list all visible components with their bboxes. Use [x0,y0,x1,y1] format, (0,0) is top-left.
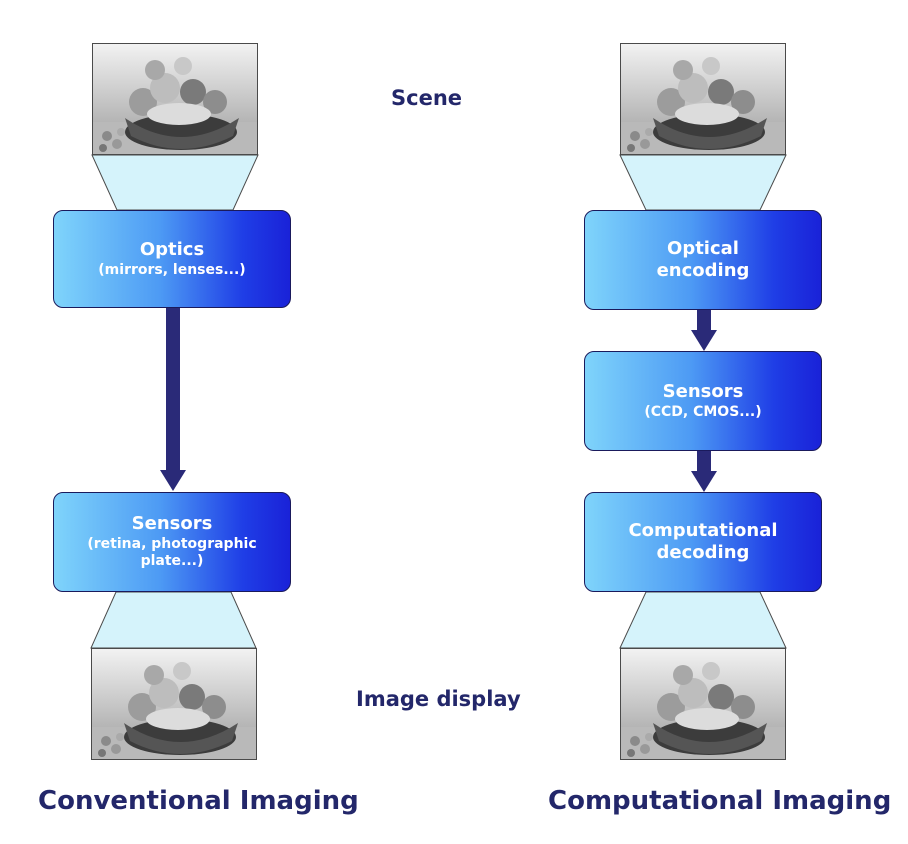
image-display-label: Image display [356,687,521,711]
fruit-basket-image [621,44,785,154]
sensors-title: Sensors [131,513,213,535]
decoding-line1: Computational [628,519,778,541]
sensors-subtitle-line2: plate...) [140,553,204,570]
fruit-basket-image [92,649,256,759]
decoding-line2: decoding [656,542,750,563]
sensors-subtitle: (CCD, CMOS...) [644,403,762,420]
arrow-sensors-to-decoding [691,451,717,492]
display-photo-computational [620,648,786,760]
beam-scene-to-optical-encoding [619,154,787,211]
scene-photo-computational [620,43,786,155]
optical-encoding-line2: encoding [656,260,750,281]
optics-title: Optics [139,239,205,260]
fruit-basket-image [621,649,785,759]
beam-scene-to-optics [91,154,259,211]
optical-encoding-block: Optical encoding [584,210,822,310]
sensors-title: Sensors [662,381,744,402]
arrow-optics-to-sensors [160,308,186,491]
conventional-imaging-title: Conventional Imaging [38,786,359,816]
sensors-block-conventional: Sensors (retina, photographic plate...) [53,492,291,592]
scene-photo-conventional [92,43,258,155]
optical-encoding-line1: Optical [667,237,739,259]
beam-sensors-to-display [90,591,257,649]
arrow-encoding-to-sensors [691,310,717,351]
beam-decoding-to-display [619,591,787,649]
optics-block: Optics (mirrors, lenses...) [53,210,291,308]
scene-label: Scene [391,86,463,110]
optics-subtitle: (mirrors, lenses...) [98,261,246,278]
sensors-block-computational: Sensors (CCD, CMOS...) [584,351,822,451]
sensors-subtitle-line1: (retina, photographic [87,535,257,552]
display-photo-conventional [91,648,257,760]
computational-decoding-block: Computational decoding [584,492,822,592]
fruit-basket-image [93,44,257,154]
computational-imaging-title: Computational Imaging [548,786,892,816]
